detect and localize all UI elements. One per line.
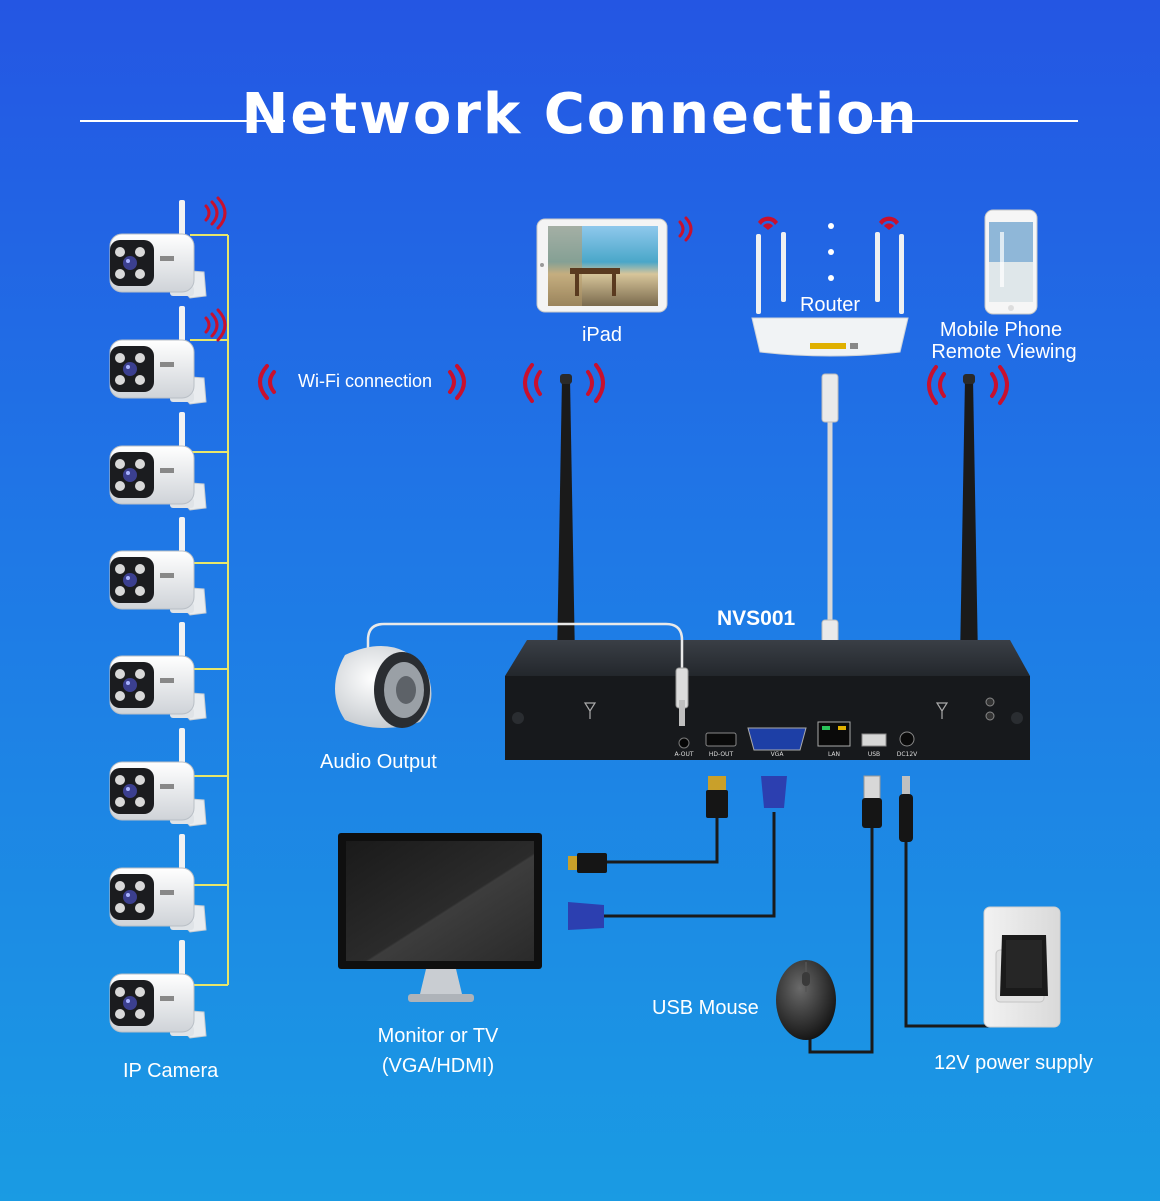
port-label-aout: A-OUT — [674, 751, 693, 758]
port-label-vga: VGA — [771, 751, 785, 758]
nvr-recorder: A-OUT HD-OUT VGA LAN USB DC12V — [505, 640, 1030, 760]
nvr-antenna-right — [959, 374, 979, 716]
mobile-label-line1: Mobile Phone — [939, 319, 1063, 341]
ip-camera — [109, 728, 207, 827]
ipad-signal-icon — [678, 216, 693, 242]
port-label-usb: USB — [868, 751, 880, 758]
port-label-lan: LAN — [828, 751, 840, 758]
mobile-label-line2: Remote Viewing — [931, 341, 1077, 363]
ipad-device — [536, 218, 668, 313]
router-signal-icon — [758, 216, 899, 230]
port-label-hdout: HD-OUT — [709, 751, 734, 758]
wifi-connection-label: Wi-Fi connection — [298, 371, 433, 391]
ip-camera — [109, 412, 207, 511]
audio-cable — [366, 622, 689, 726]
port-label-dc12v: DC12V — [897, 751, 918, 758]
lan-cable — [821, 373, 839, 671]
ip-camera-group — [109, 200, 207, 1039]
mouse-device — [776, 960, 836, 1040]
nvr-model-label: NVS001 — [717, 607, 796, 630]
speaker-device — [335, 646, 432, 729]
router-label: Router — [799, 294, 861, 316]
power-adapter-device — [983, 906, 1061, 1028]
ip-camera — [109, 517, 207, 616]
ipad-label: iPad — [581, 324, 623, 346]
ip-camera — [109, 306, 207, 405]
ip-camera-label: IP Camera — [123, 1060, 219, 1082]
router-device — [751, 223, 909, 357]
ip-camera — [109, 834, 207, 933]
mobile-phone-device — [984, 209, 1038, 315]
ip-camera — [109, 622, 207, 721]
monitor-label-line1: Monitor or TV — [377, 1025, 499, 1047]
vga-cable — [568, 776, 787, 930]
usb-cable — [808, 775, 882, 1054]
camera-signal-icon — [204, 308, 227, 342]
hdmi-cable — [568, 776, 728, 873]
ip-camera — [109, 940, 207, 1039]
monitor-device — [338, 833, 542, 1002]
title-rule-right — [873, 120, 1078, 122]
power-supply-label: 12V power supply — [934, 1052, 1093, 1074]
monitor-label-line2: (VGA/HDMI) — [381, 1055, 495, 1077]
camera-connector-lines — [190, 234, 229, 986]
ip-camera — [109, 200, 207, 299]
page-title: Network Connection — [241, 82, 919, 147]
antenna-signal-icon — [523, 363, 1009, 405]
nvr-antenna-left — [556, 374, 576, 716]
audio-output-label: Audio Output — [320, 751, 437, 773]
wifi-signal-icon — [258, 364, 466, 400]
title-rule-left — [80, 120, 285, 122]
camera-signal-icon — [204, 196, 227, 230]
usb-mouse-label: USB Mouse — [652, 997, 759, 1019]
